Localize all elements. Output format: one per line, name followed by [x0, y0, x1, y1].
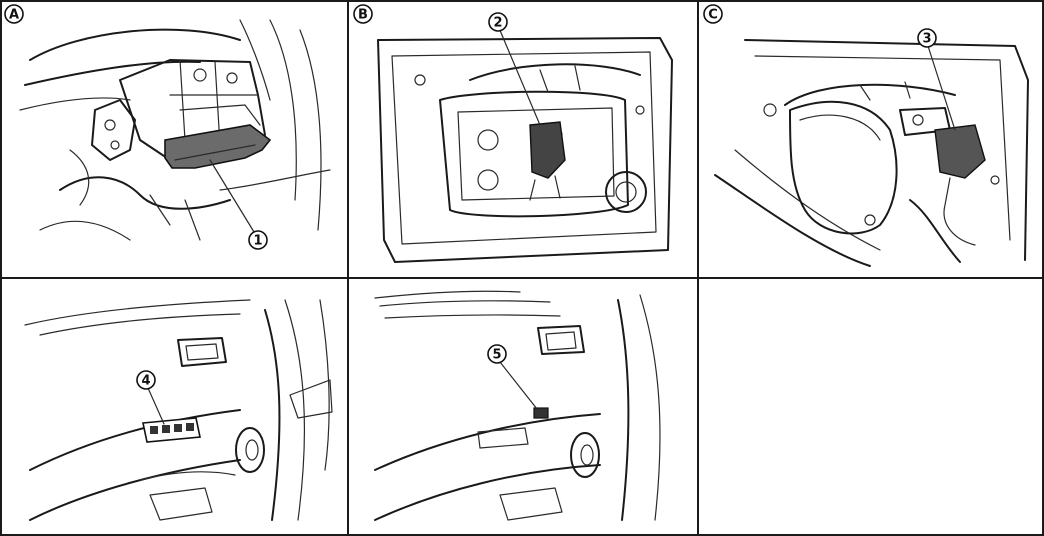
panel-b-letter-badge: B [353, 4, 373, 24]
window-switch-part [142, 417, 201, 443]
panel-b-letter: B [358, 8, 368, 23]
panel-c: C 3 [703, 4, 1029, 267]
panel-a-letter: A [9, 8, 19, 23]
callout-5-badge: 5 [487, 344, 507, 364]
callout-2-badge: 2 [488, 12, 508, 32]
actuator-part [529, 121, 566, 179]
panel-e: 5 [374, 290, 661, 521]
panel-d: 4 [24, 299, 333, 521]
callout-4-badge: 4 [136, 370, 156, 390]
panel-a-letter-badge: A [4, 4, 24, 24]
panel-c-letter-badge: C [703, 4, 723, 24]
callout-5: 5 [492, 348, 501, 363]
panel-a: A 1 [4, 4, 331, 250]
passenger-switch-part [533, 407, 549, 419]
callout-3-badge: 3 [917, 28, 937, 48]
panel-c-letter: C [708, 8, 718, 23]
callout-2: 2 [493, 16, 502, 31]
lock-actuator-part [934, 124, 986, 179]
callout-1: 1 [253, 234, 262, 249]
panel-b: B 2 [353, 4, 673, 263]
control-unit-part [164, 124, 272, 169]
callout-4: 4 [141, 374, 150, 389]
callout-1-badge: 1 [248, 230, 268, 250]
callout-3: 3 [922, 32, 931, 47]
